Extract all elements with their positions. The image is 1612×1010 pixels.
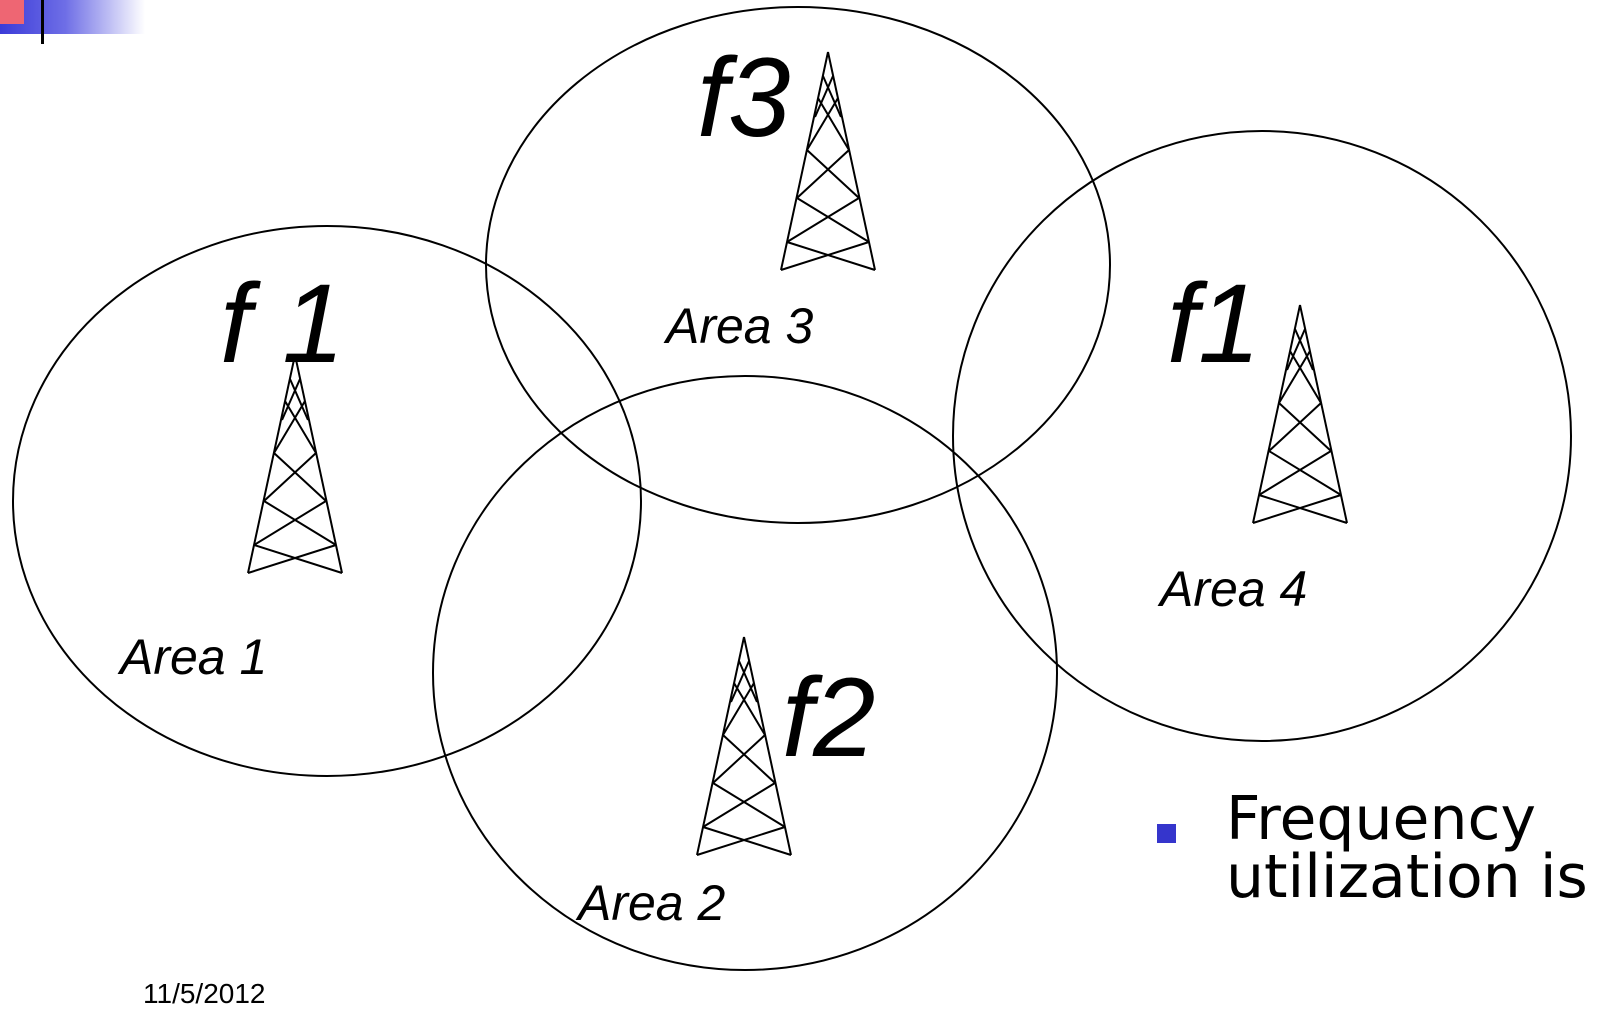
area-3-label: Area 3 [663, 298, 814, 354]
area-4-frequency: f1 [1167, 261, 1260, 386]
bullet-line-1: Frequency [1226, 784, 1536, 854]
bullet-square-icon [1157, 824, 1176, 843]
area-1-label: Area 1 [117, 629, 267, 685]
footer-date: 11/5/2012 [143, 978, 266, 1009]
tower-icon [247, 354, 343, 574]
header-divider-line [41, 0, 44, 44]
tower-icon [696, 636, 792, 856]
tower-icon [780, 51, 876, 271]
area-1-cell [12, 225, 642, 777]
area-3-cell [485, 6, 1111, 524]
header-gradient-bar [0, 0, 145, 34]
header-accent-square [0, 0, 24, 24]
tower-icon [1252, 304, 1348, 524]
area-1-frequency: f 1 [220, 261, 345, 386]
area-4-label: Area 4 [1157, 561, 1307, 617]
area-2-frequency: f2 [782, 655, 875, 780]
bullet-text: Frequency utilization is lo [1226, 789, 1612, 907]
area-3-frequency: f3 [697, 35, 790, 160]
area-2-cell [432, 375, 1058, 971]
bullet-line-2: utilization is lo [1226, 842, 1612, 912]
area-2-label: Area 2 [575, 875, 726, 931]
area-4-cell [952, 130, 1572, 742]
